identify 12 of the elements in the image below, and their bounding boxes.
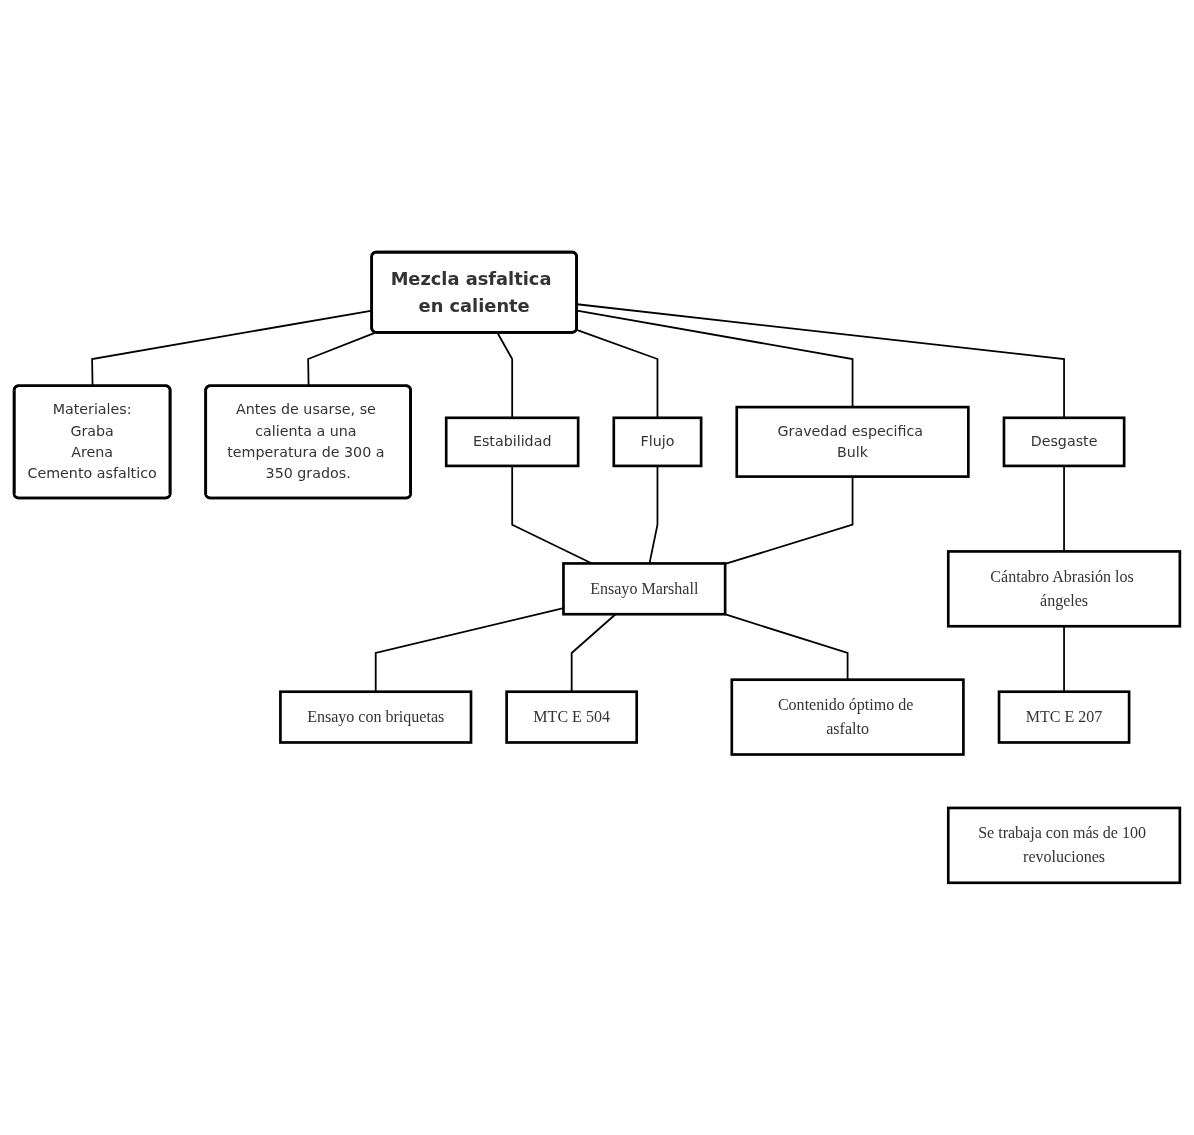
- node-box: [562, 562, 727, 616]
- node-box: [279, 690, 473, 744]
- node-box: [946, 550, 1182, 628]
- node-box: [735, 405, 970, 478]
- node-box: [946, 806, 1182, 885]
- node-box: [1002, 416, 1126, 468]
- node-box: [612, 416, 703, 468]
- node-box: [730, 678, 965, 756]
- flowchart: Mezcla asfaltica en caliente Materiales: Graba Arena Cemento asfaltico Antes de usarse, se calienta a una temperatura de 300 a 350 grados. Estabilidad Flujo Gravedad especifica Bulk Desgaste Ensayo Marshall Cántabro Abrasión los ángeles Ensayo con briquetas MTC E 504 Contenido óptimo de asfalto MTC E 207 Se trabaja con más de 100 revoluciones: [7, 245, 1187, 890]
- node-box: [505, 690, 639, 744]
- node-box: [997, 690, 1131, 744]
- node-box: [444, 416, 580, 468]
